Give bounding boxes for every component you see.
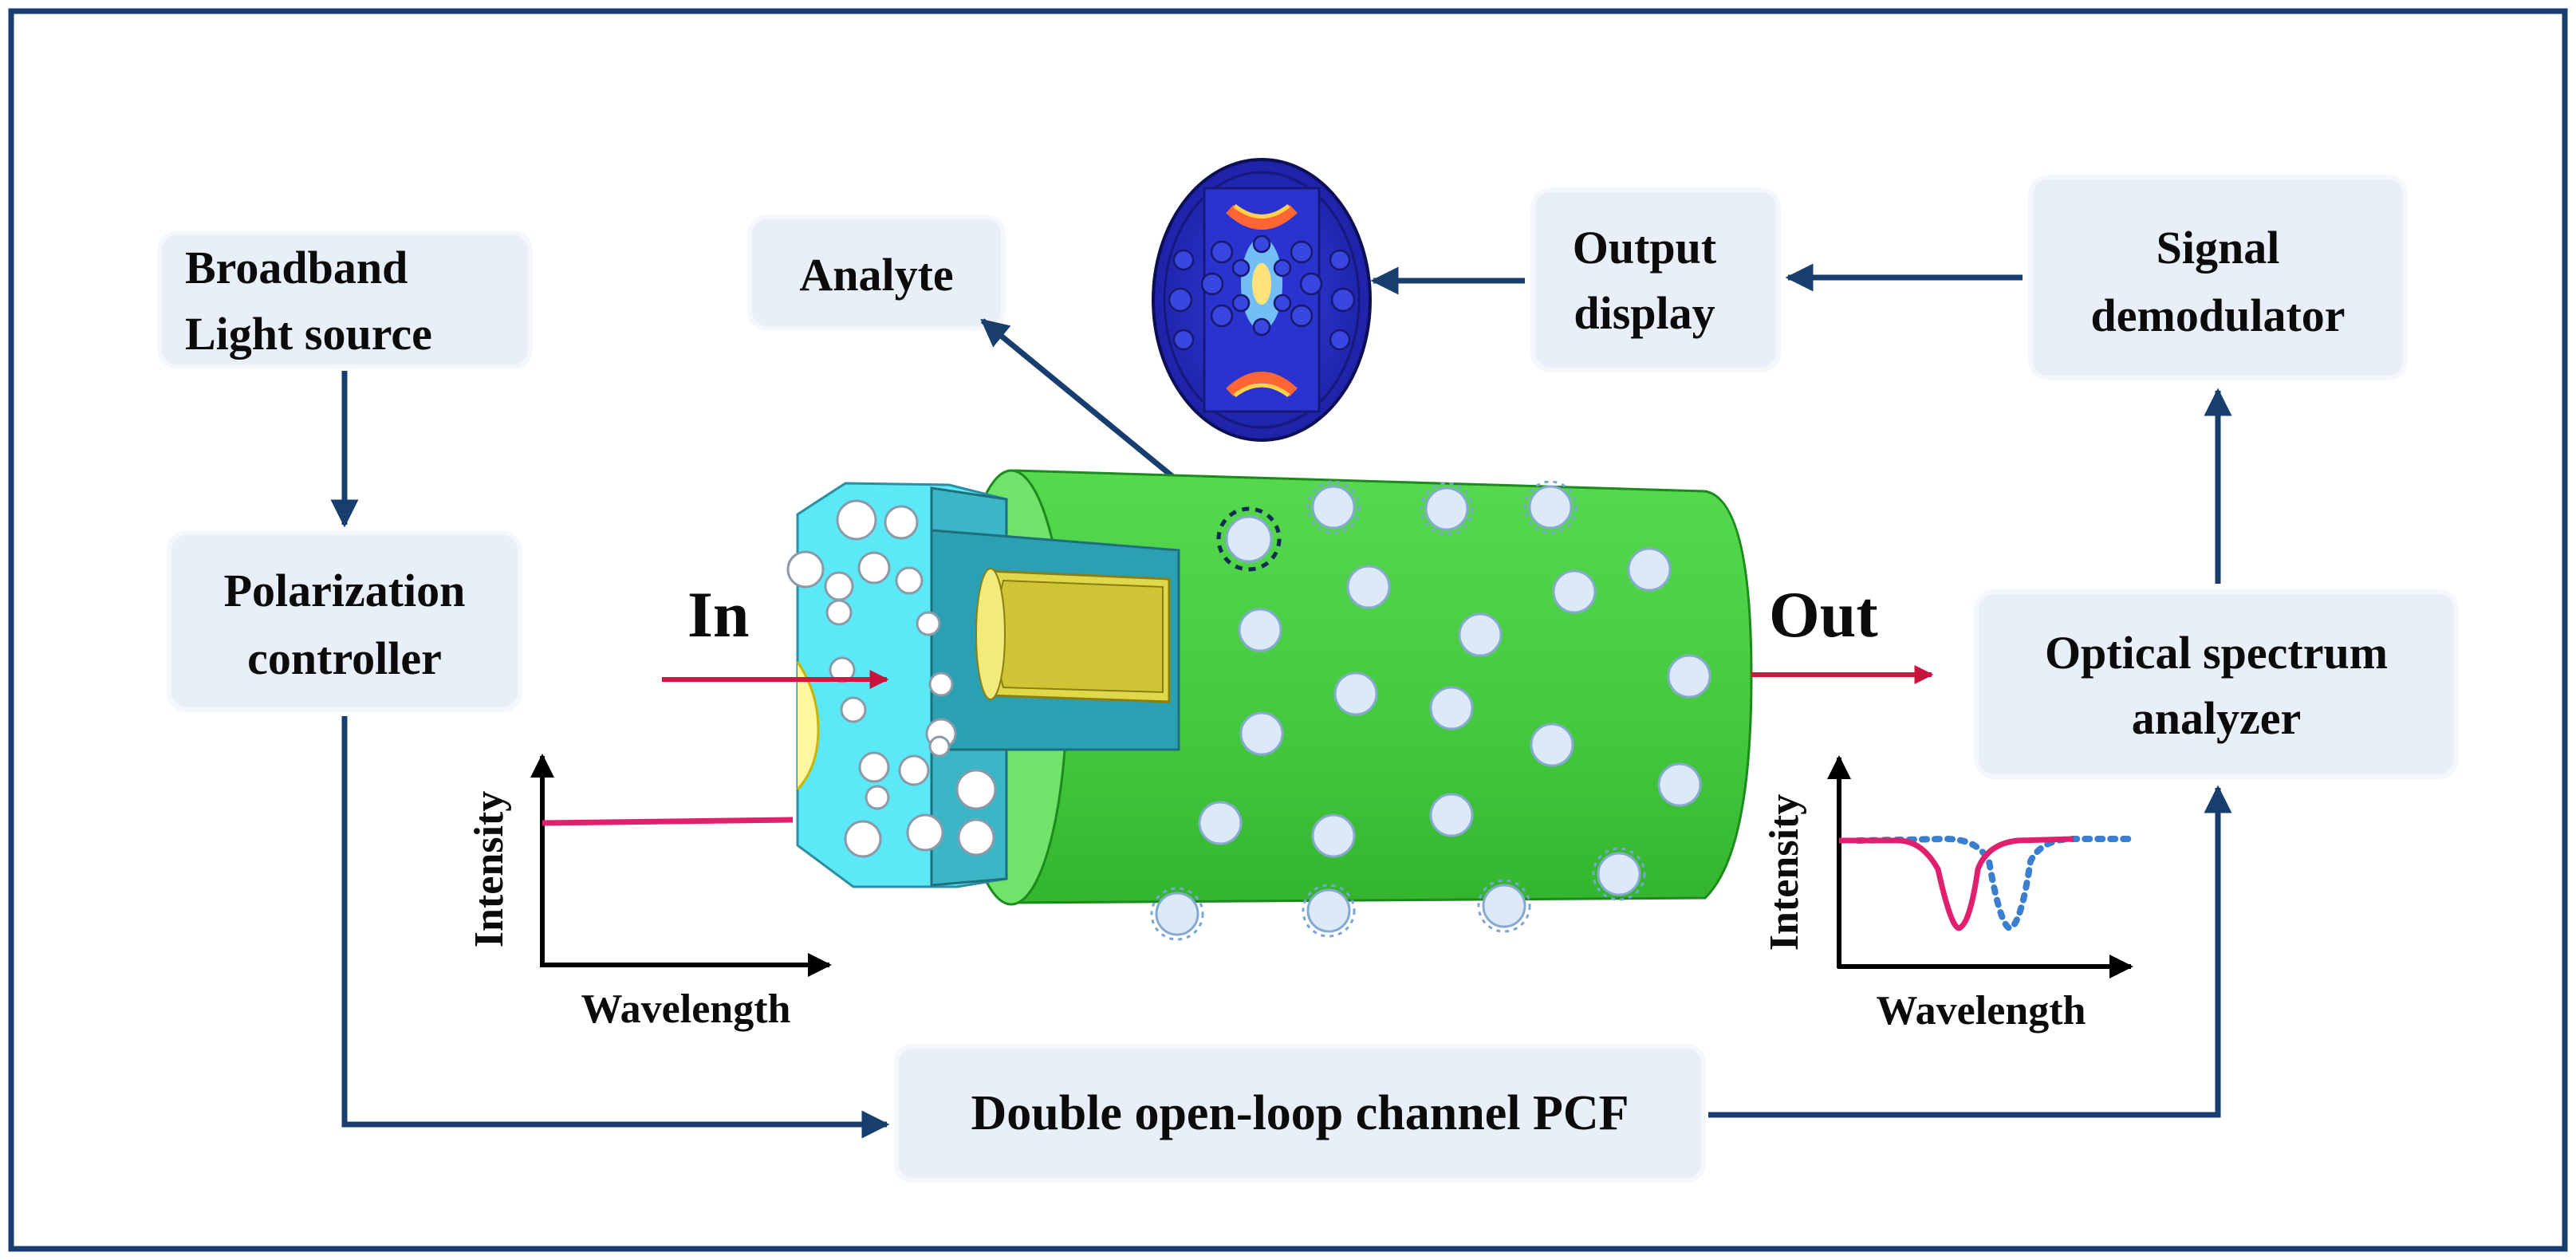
pcf-cross-section-image — [1152, 158, 1372, 442]
input-ylabel: Intensity — [467, 791, 512, 947]
pcf-fiber-3d — [786, 469, 1753, 941]
box-pcf: Double open-loop channel PCF — [894, 1044, 1706, 1183]
analyte-cells — [1150, 480, 1711, 941]
polarizer-line1: Polarization — [224, 565, 466, 616]
polarizer-line2: controller — [247, 632, 442, 684]
out-label: Out — [1769, 578, 1878, 651]
display-line1: Output — [1573, 222, 1717, 274]
source-line2: Light source — [185, 308, 432, 360]
arrow-polarizer-to-pcf — [341, 716, 890, 1139]
box-optical-spectrum-analyzer: Optical spectrum analyzer — [1974, 589, 2459, 779]
osa-line1: Optical spectrum — [2045, 627, 2388, 679]
input-xlabel: Wavelength — [581, 986, 791, 1032]
demod-line2: demodulator — [2091, 289, 2346, 341]
box-broadband-light-source: Broadband Light source — [157, 230, 533, 369]
box-analyte: Analyte — [747, 215, 1006, 331]
display-line2: display — [1574, 287, 1715, 339]
output-xlabel: Wavelength — [1877, 988, 2086, 1034]
highlighted-analyte-cell — [1216, 506, 1282, 572]
outer-frame — [8, 8, 2568, 1252]
arrow-pcf-to-osa — [1708, 785, 2232, 1118]
output-spectrum-plot: Intensity Wavelength — [1762, 755, 2134, 1034]
output-spectrum-original — [1839, 836, 2074, 931]
input-plot-axes — [540, 764, 821, 967]
demod-line1: Signal — [2157, 222, 2280, 274]
output-ylabel: Intensity — [1762, 794, 1807, 951]
pcf-label: Double open-loop channel PCF — [971, 1086, 1629, 1140]
output-spectrum-shifted — [1855, 835, 2134, 932]
air-holes — [786, 499, 997, 858]
input-spectrum-line — [542, 817, 794, 826]
in-label: In — [687, 578, 750, 651]
input-spectrum-plot: Intensity Wavelength — [467, 754, 832, 1032]
box-signal-demodulator: Signal demodulator — [2028, 175, 2408, 380]
box-polarization-controller: Polarization controller — [167, 530, 522, 712]
box-output-display: Output display — [1530, 187, 1781, 372]
analyte-label: Analyte — [799, 249, 953, 301]
osa-line2: analyzer — [2132, 692, 2302, 744]
source-line1: Broadband — [185, 242, 408, 293]
connectors — [330, 263, 2232, 1139]
